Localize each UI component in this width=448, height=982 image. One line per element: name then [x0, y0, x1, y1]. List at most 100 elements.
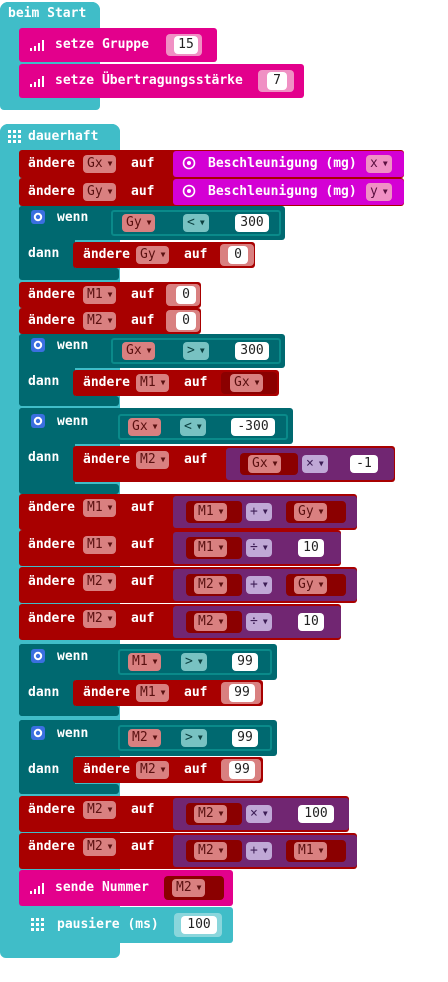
- then-word: dann: [28, 762, 60, 777]
- var-dropdown-gx[interactable]: Gx▼: [248, 455, 282, 473]
- var-dropdown-gy[interactable]: Gy▼: [294, 576, 328, 594]
- var-dropdown-m2[interactable]: M2▼: [136, 451, 170, 469]
- to-word: auf: [131, 574, 155, 589]
- if-word: wenn: [57, 210, 89, 225]
- set-word: ändere: [83, 685, 130, 700]
- operator-dropdown-lt[interactable]: <▼: [183, 214, 209, 232]
- acceleration-label: Beschleunigung (mg): [208, 184, 357, 199]
- acceleration-block[interactable]: [173, 151, 404, 177]
- to-word: auf: [131, 313, 155, 328]
- var-dropdown-m2[interactable]: M2▼: [83, 838, 117, 856]
- var-dropdown-gy[interactable]: Gy▼: [83, 183, 117, 201]
- pause-label: pausiere (ms): [57, 917, 159, 932]
- var-dropdown-m2[interactable]: M2▼: [194, 842, 228, 860]
- group-value[interactable]: 15: [174, 36, 198, 54]
- number-minus-300[interactable]: -300: [231, 418, 275, 436]
- operator-dropdown-plus[interactable]: +▼: [246, 503, 272, 521]
- axis-dropdown-x[interactable]: x▼: [366, 155, 392, 173]
- gear-icon: [31, 649, 45, 663]
- number-99[interactable]: 99: [229, 684, 255, 702]
- var-dropdown-gx[interactable]: Gx▼: [230, 374, 264, 392]
- number-0[interactable]: 0: [228, 246, 248, 264]
- var-dropdown-m1[interactable]: M1▼: [83, 499, 117, 517]
- operator-dropdown-times[interactable]: ×▼: [302, 455, 328, 473]
- var-dropdown-gy[interactable]: Gy▼: [294, 503, 328, 521]
- then-word: dann: [28, 450, 60, 465]
- number-10[interactable]: 10: [298, 613, 324, 631]
- set-word: ändere: [28, 184, 75, 199]
- number-99[interactable]: 99: [232, 729, 258, 747]
- set-word: ändere: [83, 247, 130, 262]
- set-word: ändere: [28, 500, 75, 515]
- var-dropdown-m2[interactable]: M2▼: [83, 801, 117, 819]
- var-dropdown-m2[interactable]: M2▼: [83, 573, 117, 591]
- number-0[interactable]: 0: [176, 286, 196, 304]
- to-word: auf: [184, 452, 208, 467]
- var-dropdown-gx[interactable]: Gx▼: [83, 155, 117, 173]
- var-dropdown-m1[interactable]: M1▼: [194, 503, 228, 521]
- number-300[interactable]: 300: [235, 214, 269, 232]
- set-word: ändere: [28, 802, 75, 817]
- set-word: ändere: [28, 537, 75, 552]
- axis-dropdown-y[interactable]: y▼: [366, 183, 392, 201]
- var-dropdown-m1[interactable]: M1▼: [83, 286, 117, 304]
- gear-icon: [31, 414, 45, 428]
- var-dropdown-gy[interactable]: Gy▼: [122, 214, 156, 232]
- operator-dropdown-divide[interactable]: ÷▼: [246, 613, 272, 631]
- var-dropdown-m2[interactable]: M2▼: [194, 576, 228, 594]
- to-word: auf: [131, 802, 155, 817]
- if-word: wenn: [57, 726, 89, 741]
- var-dropdown-m2[interactable]: M2▼: [128, 729, 162, 747]
- operator-dropdown-plus[interactable]: +▼: [246, 576, 272, 594]
- on-start-label: beim Start: [8, 6, 87, 21]
- number-300[interactable]: 300: [235, 342, 269, 360]
- var-dropdown-m2[interactable]: M2▼: [194, 805, 228, 823]
- operator-dropdown-times[interactable]: ×▼: [246, 805, 272, 823]
- number-minus-1[interactable]: -1: [350, 455, 378, 473]
- set-group-label: setze Gruppe: [55, 37, 149, 52]
- pause-value[interactable]: 100: [181, 916, 217, 934]
- var-dropdown-m1[interactable]: M1▼: [136, 374, 170, 392]
- then-word: dann: [28, 685, 60, 700]
- grid-icon: [31, 918, 45, 932]
- set-power-block[interactable]: [19, 64, 304, 98]
- var-dropdown-m1[interactable]: M1▼: [294, 842, 328, 860]
- set-word: ändere: [83, 375, 130, 390]
- var-dropdown-m2[interactable]: M2▼: [194, 613, 228, 631]
- var-dropdown-m2[interactable]: M2▼: [83, 312, 117, 330]
- on-start-hat[interactable]: [0, 2, 100, 26]
- number-10[interactable]: 10: [298, 539, 324, 557]
- set-word: ändere: [83, 452, 130, 467]
- number-0[interactable]: 0: [176, 312, 196, 330]
- set-word: ändere: [28, 313, 75, 328]
- target-icon: [182, 156, 196, 170]
- power-value[interactable]: 7: [267, 72, 287, 90]
- acceleration-block[interactable]: [173, 179, 404, 205]
- operator-dropdown-lt[interactable]: <▼: [180, 418, 206, 436]
- to-word: auf: [131, 839, 155, 854]
- to-word: auf: [131, 287, 155, 302]
- operator-dropdown-gt[interactable]: >▼: [181, 729, 207, 747]
- signal-bars-icon: [29, 881, 45, 895]
- var-dropdown-m1[interactable]: M1▼: [136, 684, 170, 702]
- var-dropdown-m2[interactable]: M2▼: [83, 610, 117, 628]
- var-dropdown-m2[interactable]: M2▼: [136, 761, 170, 779]
- var-dropdown-m1[interactable]: M1▼: [128, 653, 162, 671]
- operator-dropdown-gt[interactable]: >▼: [183, 342, 209, 360]
- to-word: auf: [131, 611, 155, 626]
- to-word: auf: [131, 500, 155, 515]
- to-word: auf: [131, 184, 155, 199]
- var-dropdown-m2[interactable]: M2▼: [172, 879, 206, 897]
- var-dropdown-gy[interactable]: Gy▼: [136, 246, 170, 264]
- var-dropdown-m1[interactable]: M1▼: [194, 539, 228, 557]
- number-99[interactable]: 99: [229, 761, 255, 779]
- operator-dropdown-plus[interactable]: +▼: [246, 842, 272, 860]
- operator-dropdown-gt[interactable]: >▼: [181, 653, 207, 671]
- var-dropdown-gx[interactable]: Gx▼: [128, 418, 162, 436]
- number-100[interactable]: 100: [298, 805, 334, 823]
- operator-dropdown-divide[interactable]: ÷▼: [246, 539, 272, 557]
- if-word: wenn: [57, 649, 89, 664]
- var-dropdown-m1[interactable]: M1▼: [83, 536, 117, 554]
- var-dropdown-gx[interactable]: Gx▼: [122, 342, 156, 360]
- number-99[interactable]: 99: [232, 653, 258, 671]
